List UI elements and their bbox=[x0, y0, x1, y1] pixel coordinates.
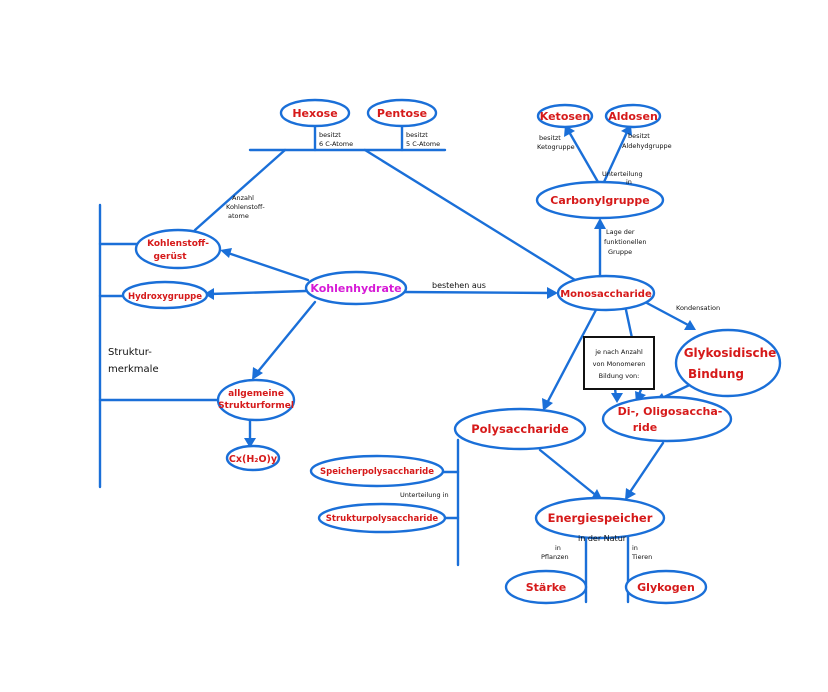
node-kohlenhydrate: Kohlenhydrate bbox=[304, 270, 408, 306]
energiespeicher-label: Energiespeicher bbox=[548, 511, 653, 525]
formel-label: Cx(H₂O)y bbox=[229, 454, 278, 465]
glykogen-label: Glykogen bbox=[637, 581, 695, 594]
kh-to-allgemeine bbox=[254, 300, 317, 376]
box-line-3: Bildung von: bbox=[599, 372, 640, 380]
lage-1: Lage der bbox=[606, 228, 635, 236]
tieren-2: Tieren bbox=[631, 553, 652, 561]
node-allgemeine-strukturformel: allgemeine Strukturformel bbox=[216, 378, 296, 422]
ketosen-label: Ketosen bbox=[540, 110, 590, 123]
pflanzen-2: Pflanzen bbox=[541, 553, 569, 561]
pentose-note-1: besitzt bbox=[406, 131, 428, 139]
arrowhead bbox=[547, 287, 558, 299]
ketosen-note-2: Ketogruppe bbox=[537, 143, 575, 151]
node-speicherpolysaccharide: Speicherpolysaccharide bbox=[309, 454, 445, 488]
aldosen-note-2: Aldehydgruppe bbox=[622, 142, 672, 150]
box-line-1: je nach Anzahl bbox=[594, 348, 643, 356]
kondensation: Kondensation bbox=[676, 304, 720, 312]
lage-2: funktionellen bbox=[604, 238, 646, 246]
node-oligosaccharide: Di-, Oligosaccha- ride bbox=[601, 395, 733, 443]
tieren-1: in bbox=[632, 544, 638, 552]
arrowhead bbox=[625, 488, 636, 500]
hexose-label: Hexose bbox=[292, 107, 337, 120]
kohlenstoffgeruest-label-2: gerüst bbox=[153, 252, 187, 262]
node-kohlenstoffgeruest: Kohlenstoff- gerüst bbox=[134, 228, 222, 270]
pflanzen-1: in bbox=[555, 544, 561, 552]
node-monosaccharide: Monosaccharide bbox=[556, 274, 656, 312]
struktur-label: Strukturpolysaccharide bbox=[326, 514, 439, 524]
anzahl-2: Kohlenstoff- bbox=[226, 203, 265, 211]
edge-labels: besitzt 6 C-Atome besitzt 5 C-Atome besi… bbox=[108, 131, 720, 561]
anzahl-1: Anzahl bbox=[232, 194, 254, 202]
oligo-label-2: ride bbox=[633, 421, 658, 434]
node-ketosen: Ketosen bbox=[536, 103, 594, 129]
polysaccharide-label: Polysaccharide bbox=[471, 422, 569, 436]
glykosidische-label-1: Glykosidische bbox=[684, 346, 777, 360]
mono-to-box bbox=[624, 308, 634, 340]
node-glykosidische-bindung: Glykosidische Bindung bbox=[674, 328, 782, 398]
node-strukturpolysaccharide: Strukturpolysaccharide bbox=[317, 502, 447, 534]
aldosen-label: Aldosen bbox=[608, 110, 658, 123]
arrowhead bbox=[594, 218, 606, 229]
carbonylgruppe-label: Carbonylgruppe bbox=[550, 194, 649, 207]
arrowhead bbox=[611, 393, 623, 403]
arrowhead bbox=[244, 438, 256, 448]
ketosen-note-1: besitzt bbox=[539, 134, 561, 142]
kohlenstoffgeruest-label-1: Kohlenstoff- bbox=[147, 239, 209, 249]
hexose-note-1: besitzt bbox=[319, 131, 341, 139]
hexose-note-2: 6 C-Atome bbox=[319, 140, 353, 148]
node-energiespeicher: Energiespeicher bbox=[534, 496, 666, 540]
oligo-to-energie bbox=[626, 441, 665, 497]
arrowhead bbox=[542, 398, 553, 411]
bar-to-monosaccharide-line bbox=[363, 148, 577, 282]
anzahl-3: atome bbox=[228, 212, 249, 220]
pentose-label: Pentose bbox=[377, 107, 427, 120]
oligo-label-1: Di-, Oligosaccha- bbox=[618, 405, 723, 418]
kohlenhydrate-label: Kohlenhydrate bbox=[310, 282, 401, 295]
kh-to-hydroxy bbox=[208, 289, 308, 296]
box-line-2: von Monomeren bbox=[593, 360, 646, 368]
arrowhead bbox=[252, 367, 263, 380]
arrowhead bbox=[220, 248, 232, 258]
arrowhead bbox=[204, 288, 214, 300]
node-polysaccharide: Polysaccharide bbox=[453, 407, 587, 451]
poly-to-energie bbox=[538, 448, 600, 499]
unterteilung-in: Unterteilung in bbox=[400, 491, 449, 499]
staerke-label: Stärke bbox=[526, 581, 567, 594]
node-formel: Cx(H₂O)y bbox=[225, 444, 281, 472]
einteilung-1: Unterteilung bbox=[602, 170, 643, 178]
mono-to-poly bbox=[544, 306, 599, 407]
in-der-natur: in der Natur bbox=[578, 534, 627, 543]
node-hexose: Hexose bbox=[279, 98, 351, 128]
einteilung-2: in bbox=[626, 178, 632, 186]
speicher-label: Speicherpolysaccharide bbox=[320, 467, 434, 477]
bar-to-kohlenstoff-line bbox=[193, 148, 287, 232]
node-aldosen: Aldosen bbox=[604, 103, 662, 129]
lage-3: Gruppe bbox=[608, 248, 632, 256]
carbonyl-to-aldosen bbox=[602, 128, 630, 184]
node-carbonylgruppe: Carbonylgruppe bbox=[535, 180, 665, 220]
arrowhead bbox=[684, 320, 696, 330]
hydroxygruppe-label: Hydroxygruppe bbox=[128, 292, 202, 302]
pentose-note-2: 5 C-Atome bbox=[406, 140, 440, 148]
strukturmerkmale-2: merkmale bbox=[108, 364, 159, 375]
node-hydroxygruppe: Hydroxygruppe bbox=[121, 280, 209, 310]
bestehen-aus: bestehen aus bbox=[432, 281, 486, 290]
node-pentose: Pentose bbox=[366, 98, 438, 128]
carbonyl-to-ketosen bbox=[566, 128, 600, 184]
glykosidische-label-2: Bindung bbox=[688, 367, 744, 381]
node-glykogen: Glykogen bbox=[624, 569, 708, 605]
monomer-note-box: je nach Anzahl von Monomeren Bildung von… bbox=[583, 336, 655, 390]
aldosen-note-1: besitzt bbox=[628, 132, 650, 140]
node-staerke: Stärke bbox=[504, 569, 588, 605]
kh-to-kohlenstoff bbox=[223, 250, 310, 282]
kh-to-mono bbox=[400, 290, 554, 295]
allgemeine-label-2: Strukturformel bbox=[218, 401, 294, 411]
allgemeine-label-1: allgemeine bbox=[228, 389, 284, 399]
monosaccharide-label: Monosaccharide bbox=[560, 289, 652, 300]
mono-to-glykosidisch bbox=[643, 300, 692, 328]
strukturmerkmale-1: Struktur- bbox=[108, 347, 152, 358]
